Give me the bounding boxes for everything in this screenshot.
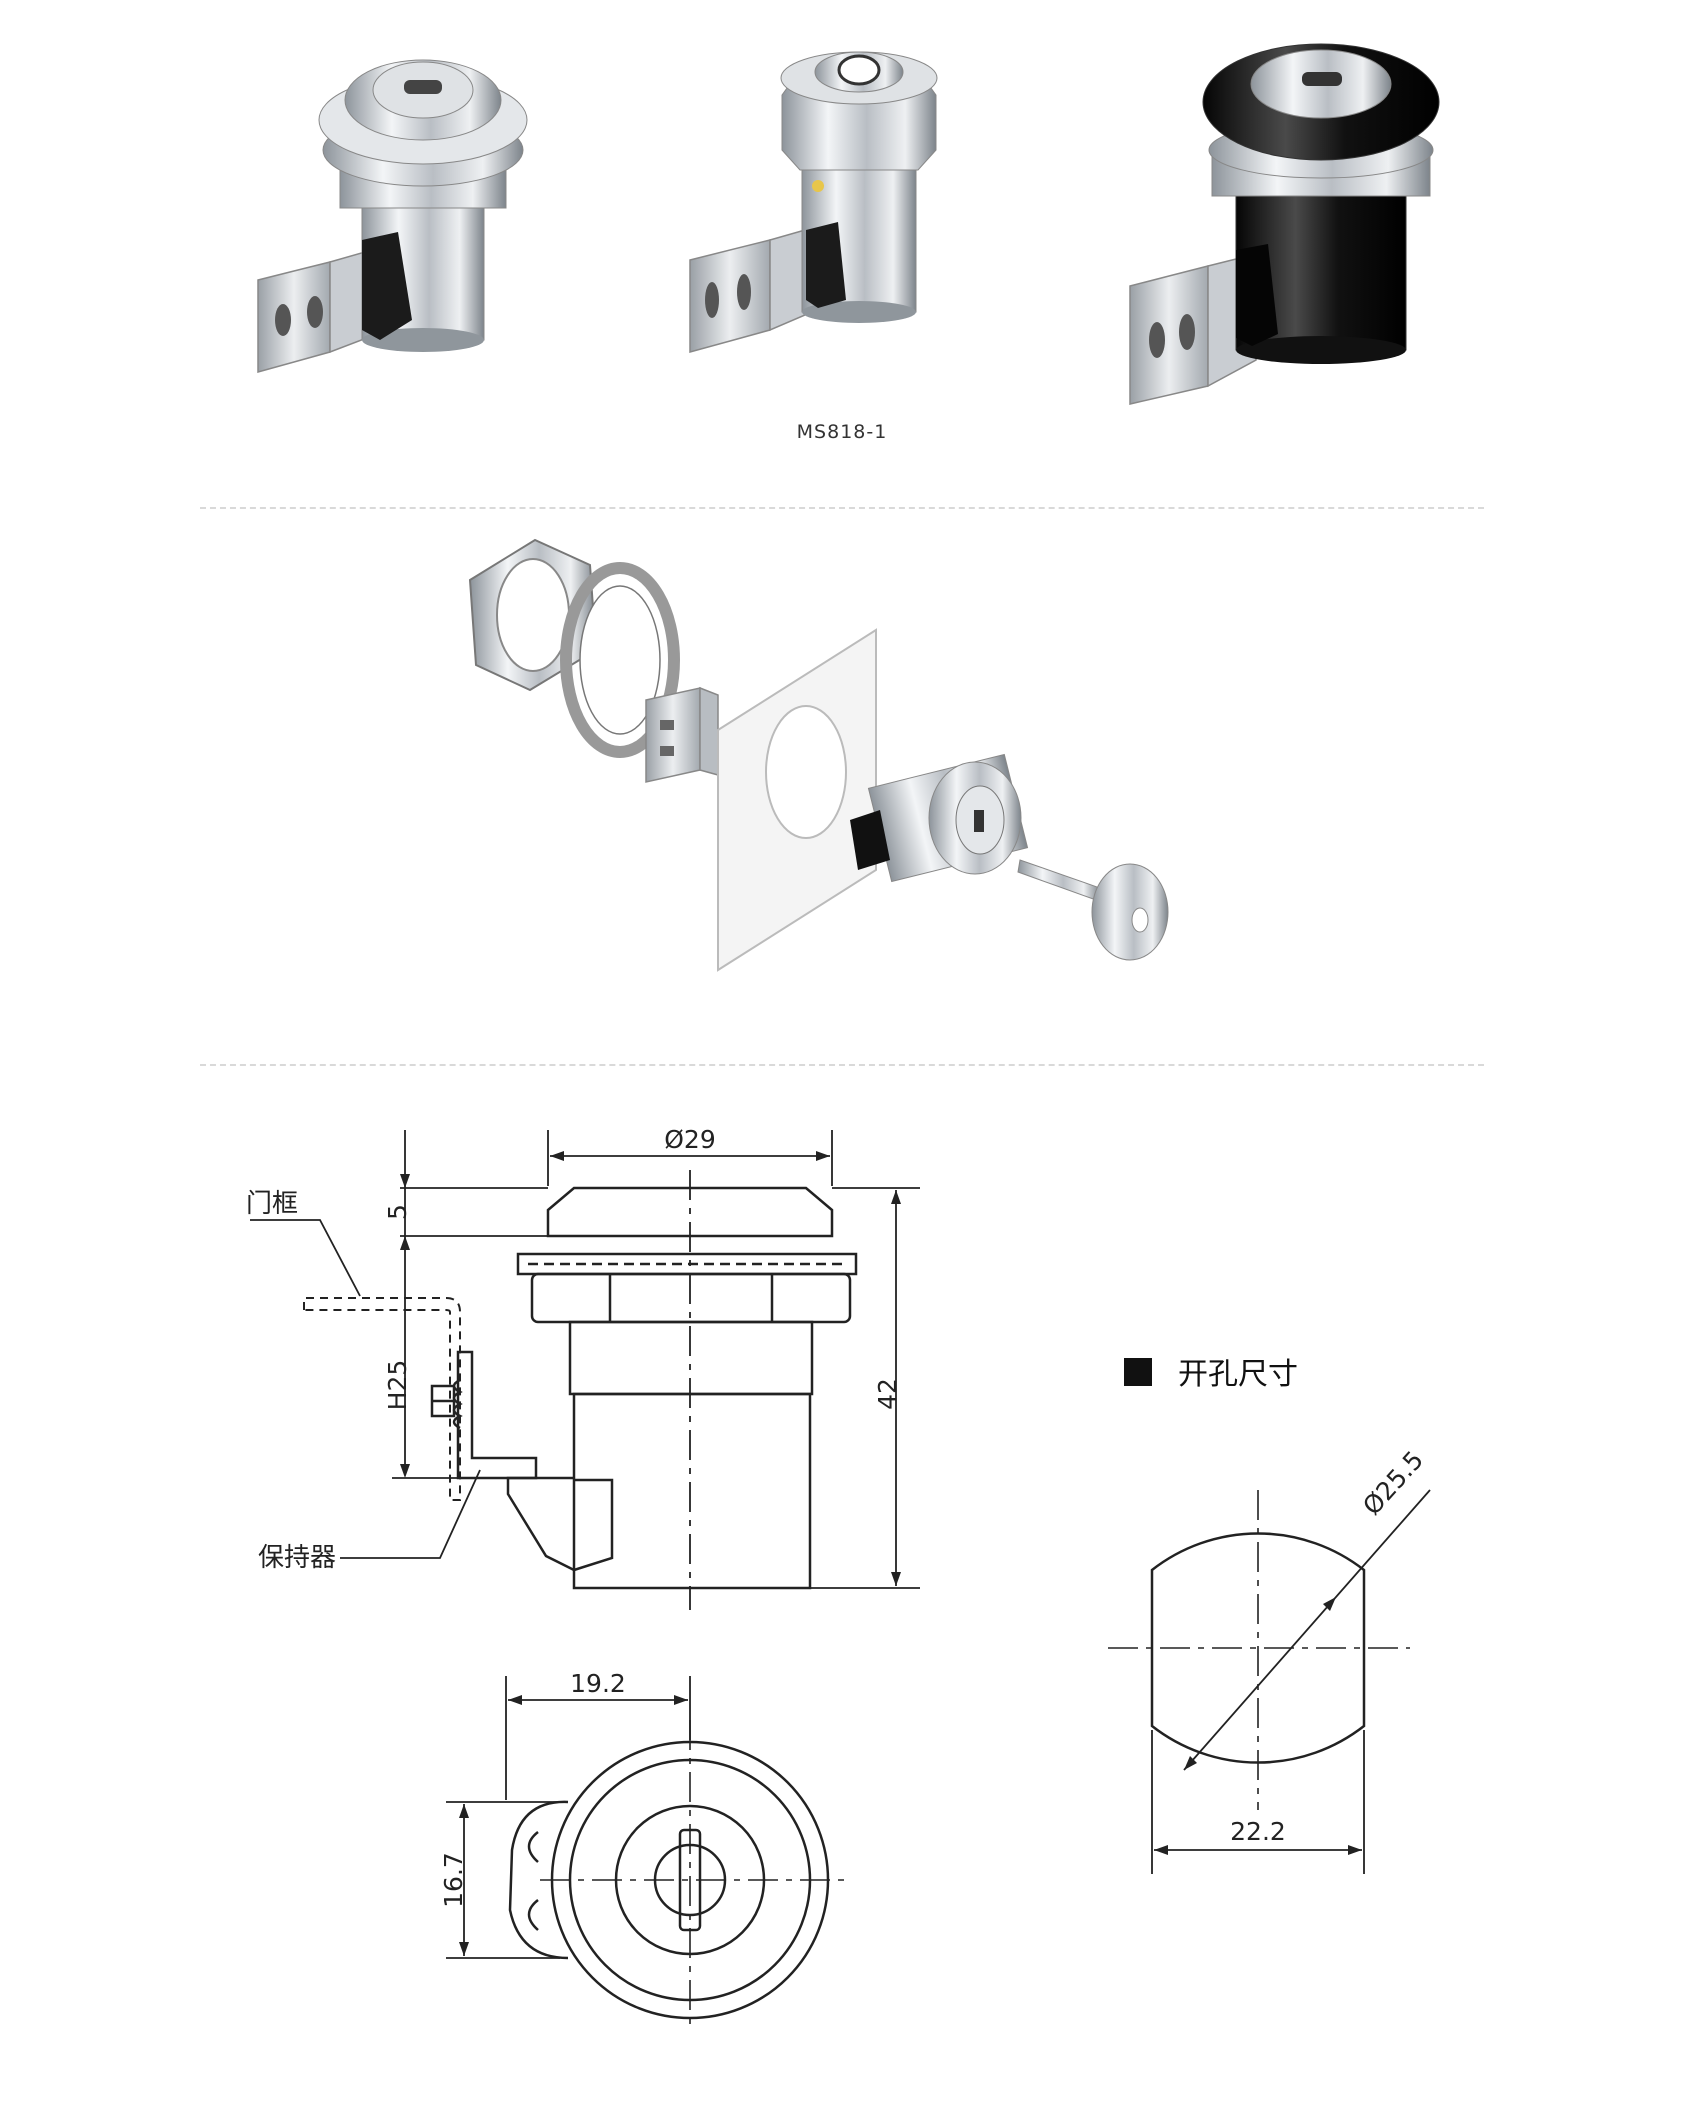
product-photos (257, 43, 1440, 405)
dim-cutout-flat: 22.2 (1230, 1817, 1286, 1846)
section-divider-1 (200, 507, 1484, 509)
star-washer (560, 562, 680, 758)
front-view (508, 1720, 850, 2030)
cutout-shape (1108, 1490, 1410, 1810)
section-divider-2 (200, 1064, 1484, 1066)
label-frame: 门框 (246, 1189, 298, 1219)
door-frame-outline (303, 1297, 461, 1501)
dim-cap-height: 5 (383, 1204, 412, 1220)
dim-holder-height: H25 (383, 1360, 412, 1411)
lock-body (850, 753, 1029, 883)
dim-top-width: Ø29 (664, 1125, 716, 1154)
dim-cutout-diameter: Ø25.5 (1357, 1445, 1429, 1520)
exploded-view (468, 538, 1169, 972)
dim-front-height: 16.7 (439, 1852, 468, 1908)
technical-drawing: Ø29 5 H25 42 门框 保持器 19.2 16.7 开孔尺寸 (246, 1125, 1431, 2030)
dim-total-height: 42 (873, 1378, 902, 1410)
dim-front-width: 19.2 (570, 1669, 626, 1698)
holder-plate (645, 686, 719, 783)
model-caption: MS818-1 (796, 421, 888, 443)
lock-photo-2 (689, 51, 938, 353)
front-view-dimensions (446, 1676, 691, 1959)
lock-photo-1 (257, 59, 528, 373)
cutout-title: 开孔尺寸 (1178, 1357, 1298, 1392)
cutout-dimensions (1151, 1489, 1431, 1874)
label-holder: 保持器 (258, 1543, 336, 1573)
lock-photo-3 (1129, 43, 1440, 405)
dimension-arrows (400, 1151, 901, 1586)
key (1017, 859, 1169, 961)
cutout-title-square (1124, 1358, 1152, 1386)
panel-plate (717, 628, 877, 972)
